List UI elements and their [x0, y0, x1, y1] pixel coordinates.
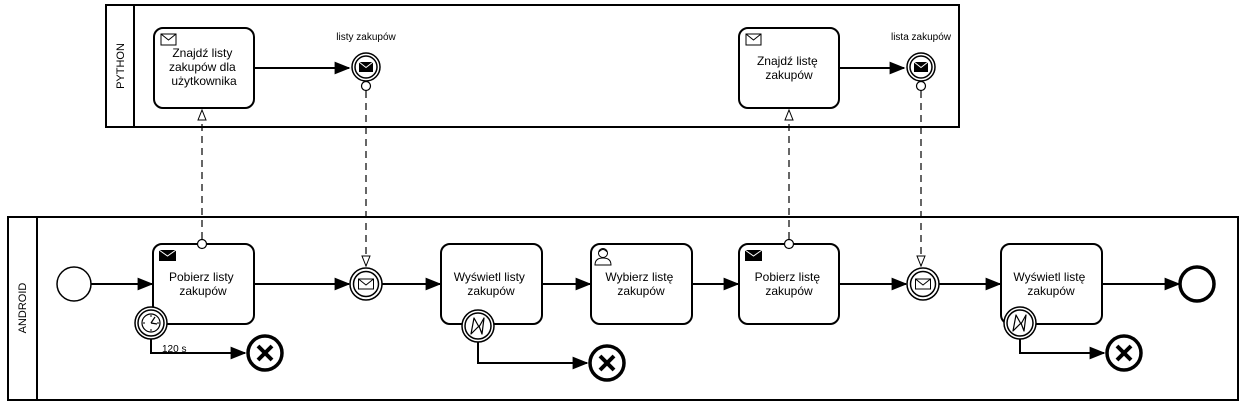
cross-icon: [598, 354, 616, 372]
task-find-lists-line1: Znajdź listy: [172, 46, 232, 60]
task-choose-list[interactable]: Wybierz listę zakupów: [590, 243, 693, 325]
svg-text:Znajdź listę zakupów: Znajdź listę zakupów: [757, 54, 821, 82]
timer-label: 120 s: [162, 344, 186, 355]
task-find-lists-line3: użytkownika: [171, 74, 237, 88]
error-boundary-event-1[interactable]: [461, 309, 495, 343]
task-find-list-line2: zakupów: [765, 68, 813, 82]
start-event[interactable]: [56, 266, 92, 302]
envelope-icon: [915, 278, 931, 290]
event-receive-list[interactable]: [906, 267, 940, 301]
svg-text:Pobierz listę zakupów: Pobierz listę zakupów: [755, 270, 824, 298]
event-send-list-label: lista zakupów: [891, 32, 952, 43]
envelope-icon: [158, 249, 177, 261]
envelope-icon: [358, 278, 374, 290]
flow-error1-to-cancel: [477, 342, 589, 370]
event-send-list[interactable]: lista zakupów: [891, 32, 952, 92]
event-receive-lists[interactable]: [349, 267, 383, 301]
cross-icon: [1115, 344, 1133, 362]
timer-boundary-event[interactable]: [134, 306, 168, 340]
envelope-icon: [913, 61, 929, 72]
envelope-icon: [744, 249, 763, 261]
task-choose-list-line2: zakupów: [617, 284, 665, 298]
cancel-end-event-1[interactable]: [246, 334, 284, 372]
envelope-icon: [745, 33, 762, 46]
task-get-lists-line2: zakupów: [179, 284, 227, 298]
cancel-end-event-3[interactable]: [1105, 334, 1143, 372]
envelope-icon: [160, 33, 177, 46]
svg-text:Znajdź listy zakupów dla: Znajdź listy zakupów dla użytkownika: [169, 46, 239, 88]
task-show-list-line2: zakupów: [1027, 284, 1075, 298]
event-send-lists[interactable]: listy zakupów: [336, 32, 397, 92]
svg-text:Wyświetl listy zakupów: Wyświetl listy zakupów: [454, 270, 529, 298]
svg-text:Pobierz listy zakupów: Pobierz listy zakupów: [169, 270, 237, 298]
task-show-lists[interactable]: Wyświetl listy zakupów: [440, 243, 543, 325]
user-icon: [594, 248, 612, 266]
lightning-icon: [470, 317, 485, 335]
task-show-lists-line1: Wyświetl listy: [454, 270, 525, 284]
task-find-list-line1: Znajdź listę: [757, 54, 818, 68]
svg-text:Wyświetl listę zakupów: Wyświetl listę zakupów: [1013, 270, 1088, 298]
flow-error2-to-cancel: [1019, 339, 1106, 360]
envelope-icon: [358, 61, 374, 72]
task-get-lists-line1: Pobierz listy: [169, 270, 234, 284]
cross-icon: [256, 344, 274, 362]
task-get-lists[interactable]: Pobierz listy zakupów: [152, 238, 255, 325]
task-find-lists-line2: zakupów dla: [169, 60, 236, 74]
task-choose-list-line1: Wybierz listę: [605, 270, 673, 284]
svg-text:Wybierz listę zakupów: Wybierz listę zakupów: [605, 270, 676, 298]
task-get-list-line1: Pobierz listę: [755, 270, 821, 284]
clock-icon: [141, 313, 161, 333]
error-boundary-event-2[interactable]: [1003, 306, 1037, 340]
task-find-list[interactable]: Znajdź listę zakupów: [738, 27, 840, 109]
task-show-lists-line2: zakupów: [467, 284, 515, 298]
task-find-lists[interactable]: Znajdź listy zakupów dla użytkownika: [153, 27, 255, 109]
task-show-list-line1: Wyświetl listę: [1013, 270, 1085, 284]
pool-android-label: ANDROID: [17, 283, 29, 334]
flow-timer-to-cancel: [150, 339, 247, 360]
pool-python-label: PYTHON: [115, 43, 127, 89]
event-send-lists-label: listy zakupów: [336, 32, 396, 43]
cancel-end-event-2[interactable]: [588, 344, 626, 382]
task-get-list-line2: zakupów: [765, 284, 813, 298]
task-get-list[interactable]: Pobierz listę zakupów: [738, 238, 840, 325]
end-event[interactable]: [1178, 265, 1216, 303]
lightning-icon: [1012, 314, 1027, 332]
